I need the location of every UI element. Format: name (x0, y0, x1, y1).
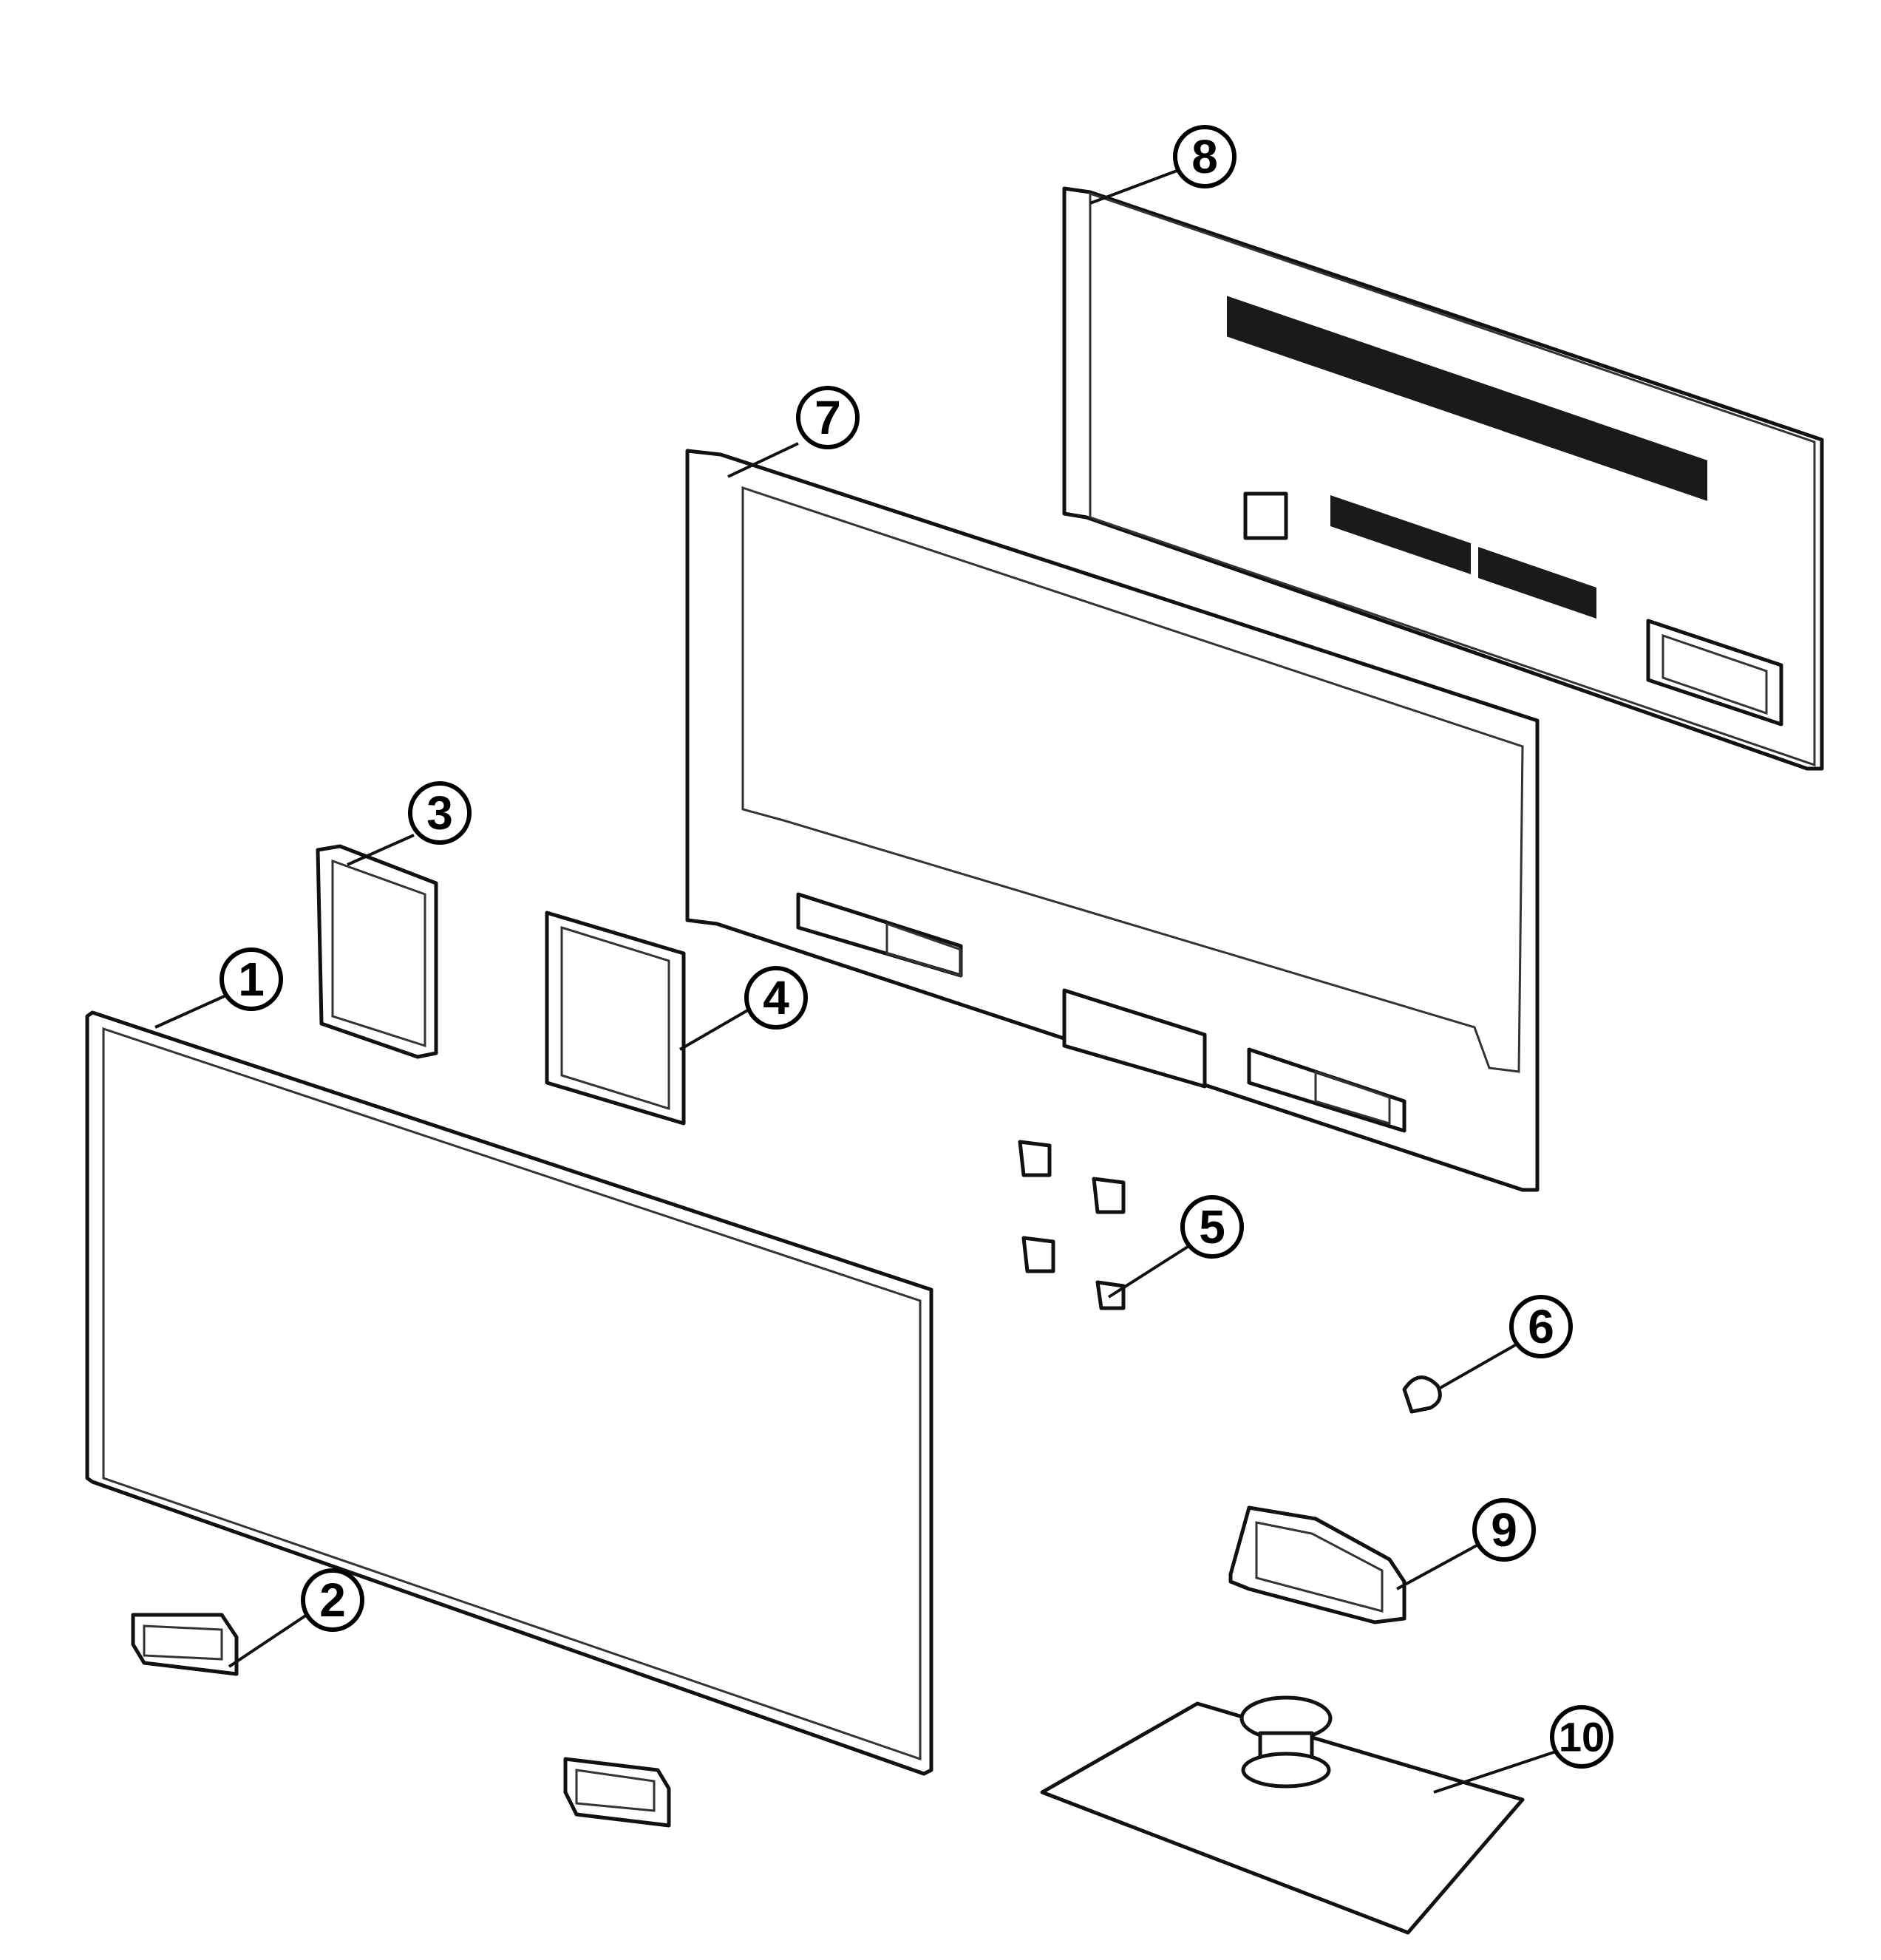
callout-5-label: 5 (1199, 1200, 1225, 1253)
leader-1 (154, 993, 230, 1029)
leader-10 (1433, 1746, 1568, 1794)
callout-9-label: 9 (1491, 1503, 1517, 1556)
callout-9: 9 (1472, 1498, 1536, 1562)
callout-7-label: 7 (814, 391, 841, 444)
part-cable-clip (1402, 1375, 1442, 1414)
leader-8 (1089, 169, 1180, 205)
part-stand-base (1040, 1695, 1525, 1935)
part-clips (1018, 1140, 1126, 1310)
callout-6-label: 6 (1528, 1300, 1554, 1353)
part-power-board (316, 844, 438, 1059)
callout-2: 2 (301, 1568, 364, 1632)
callout-10-label: 10 (1559, 1714, 1605, 1760)
part-rear-cover (1062, 186, 1824, 771)
leader-lines (154, 169, 1568, 1794)
callout-3-label: 3 (426, 786, 453, 840)
callout-7: 7 (796, 386, 860, 449)
part-speaker-right (563, 1757, 671, 1828)
leader-2 (228, 1613, 308, 1668)
leader-5 (1107, 1244, 1191, 1299)
callout-8-label: 8 (1191, 130, 1218, 183)
callout-2-label: 2 (319, 1573, 346, 1627)
part-front-panel (85, 1010, 933, 1776)
callout-6: 6 (1509, 1295, 1573, 1358)
part-main-board (545, 911, 686, 1126)
callout-4: 4 (744, 966, 808, 1030)
leader-9 (1396, 1543, 1479, 1590)
callout-10: 10 (1550, 1705, 1613, 1769)
callout-4-label: 4 (763, 971, 789, 1024)
callout-5: 5 (1180, 1195, 1244, 1259)
part-speaker-left (131, 1613, 239, 1676)
leader-7 (727, 442, 799, 478)
callout-1-label: 1 (238, 953, 265, 1006)
callout-3: 3 (408, 781, 472, 845)
leader-3 (347, 834, 415, 866)
leader-4 (678, 1007, 752, 1051)
part-stand-neck (1228, 1505, 1407, 1624)
rear-cover-port-icon (1243, 491, 1288, 540)
callout-1: 1 (220, 947, 283, 1011)
leader-6 (1437, 1344, 1516, 1391)
part-middle-frame (685, 449, 1540, 1192)
callout-8: 8 (1173, 125, 1237, 188)
